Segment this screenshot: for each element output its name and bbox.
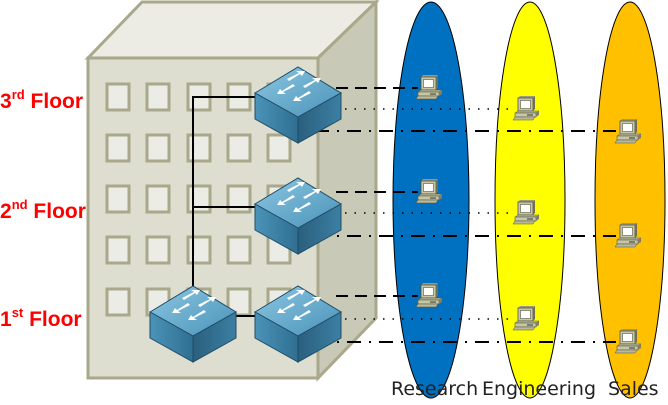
- window: [266, 133, 292, 163]
- window: [105, 235, 131, 265]
- floor-suffix: nd: [11, 197, 28, 212]
- floor-number: 2: [0, 200, 12, 223]
- floor-word: Floor: [33, 200, 86, 223]
- window: [145, 133, 171, 163]
- floor-label-2nd: 2nd Floor: [0, 197, 86, 224]
- window: [226, 133, 252, 163]
- window: [105, 287, 131, 317]
- floor-word: Floor: [30, 90, 84, 113]
- window: [105, 184, 131, 214]
- vlan-label-research: Research: [391, 378, 479, 400]
- window: [105, 82, 131, 112]
- window: [145, 235, 171, 265]
- window: [145, 184, 171, 214]
- floor-number: 1: [0, 308, 12, 331]
- floor-label-3rd: 3rd Floor: [0, 87, 84, 114]
- vlan-label-sales: Sales: [608, 378, 659, 400]
- window: [186, 235, 212, 265]
- vlan-sales-ellipse: [594, 1, 666, 399]
- window: [226, 184, 252, 214]
- vlan-label-engineering: Engineering: [482, 378, 596, 400]
- floor-label-1st: 1st Floor: [0, 305, 82, 332]
- window: [105, 133, 131, 163]
- floor-number: 3: [0, 90, 12, 113]
- window: [145, 82, 171, 112]
- floor-suffix: st: [11, 305, 24, 320]
- window: [186, 184, 212, 214]
- trunk-link-3rd: [192, 96, 256, 295]
- trunk-links: [192, 96, 258, 317]
- floor-suffix: rd: [11, 87, 25, 102]
- floor-word: Floor: [29, 308, 82, 331]
- access-links: [315, 87, 616, 343]
- window: [186, 133, 212, 163]
- window: [226, 235, 252, 265]
